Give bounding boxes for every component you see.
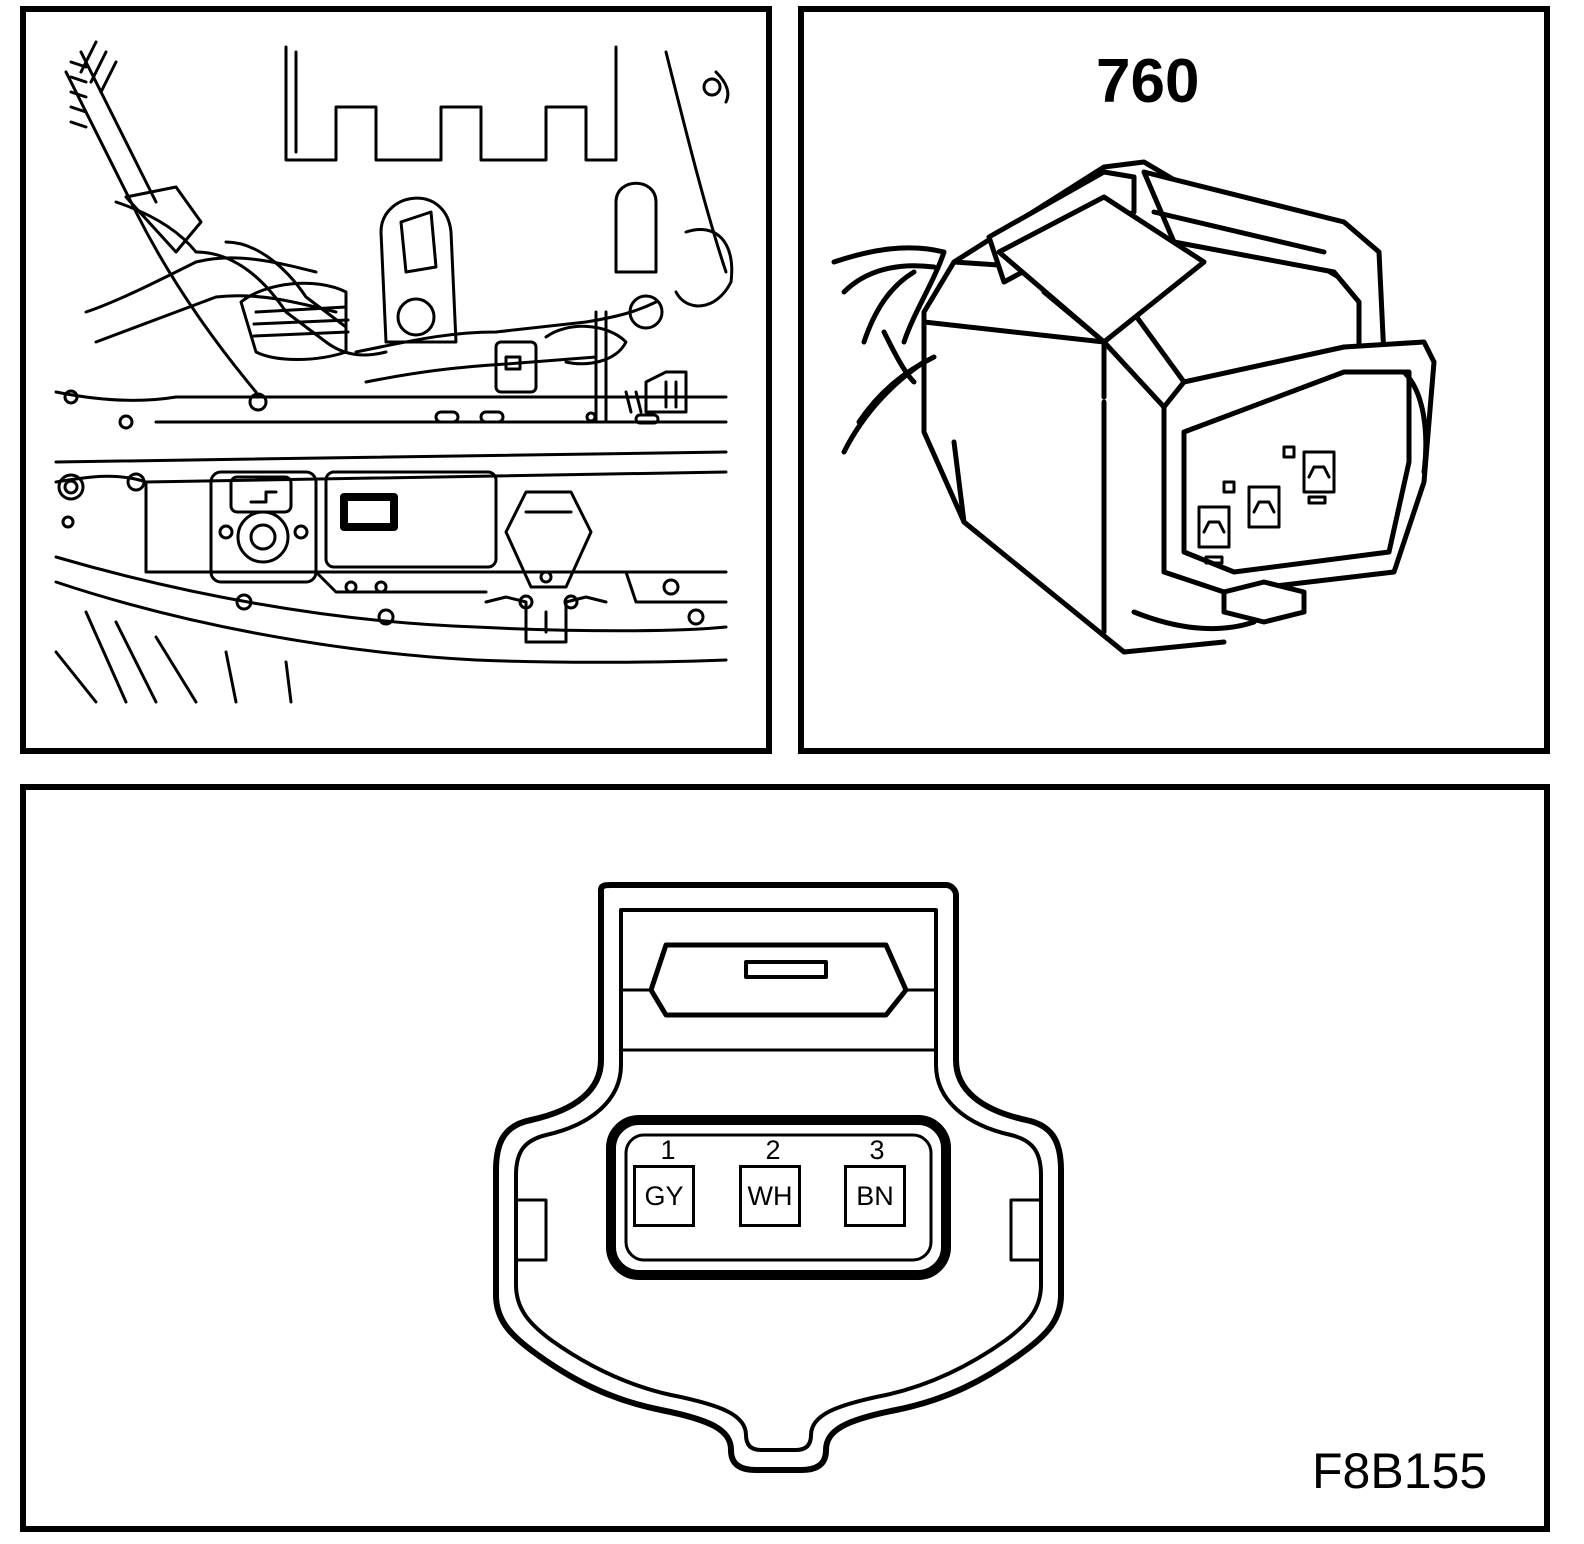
connector-face-view: 1 GY 2 WH 3 BN F8B155 xyxy=(20,784,1550,1532)
connector-reference-label: 760 xyxy=(1096,47,1200,116)
pin-color-code: BN xyxy=(844,1165,906,1227)
engine-compartment-drawing xyxy=(54,40,734,704)
figure-code-label: F8B155 xyxy=(1312,1443,1488,1499)
pin-number: 1 xyxy=(660,1135,676,1165)
pin-number: 3 xyxy=(869,1135,885,1165)
pin-color-code: GY xyxy=(633,1165,695,1227)
pin-number: 2 xyxy=(765,1135,781,1165)
connector-3d-view: 760 xyxy=(798,6,1550,754)
connector-face-drawing xyxy=(493,882,1064,1473)
engine-compartment-view xyxy=(20,6,772,754)
connector-3d-drawing xyxy=(831,159,1437,655)
pin-color-code: WH xyxy=(739,1165,801,1227)
